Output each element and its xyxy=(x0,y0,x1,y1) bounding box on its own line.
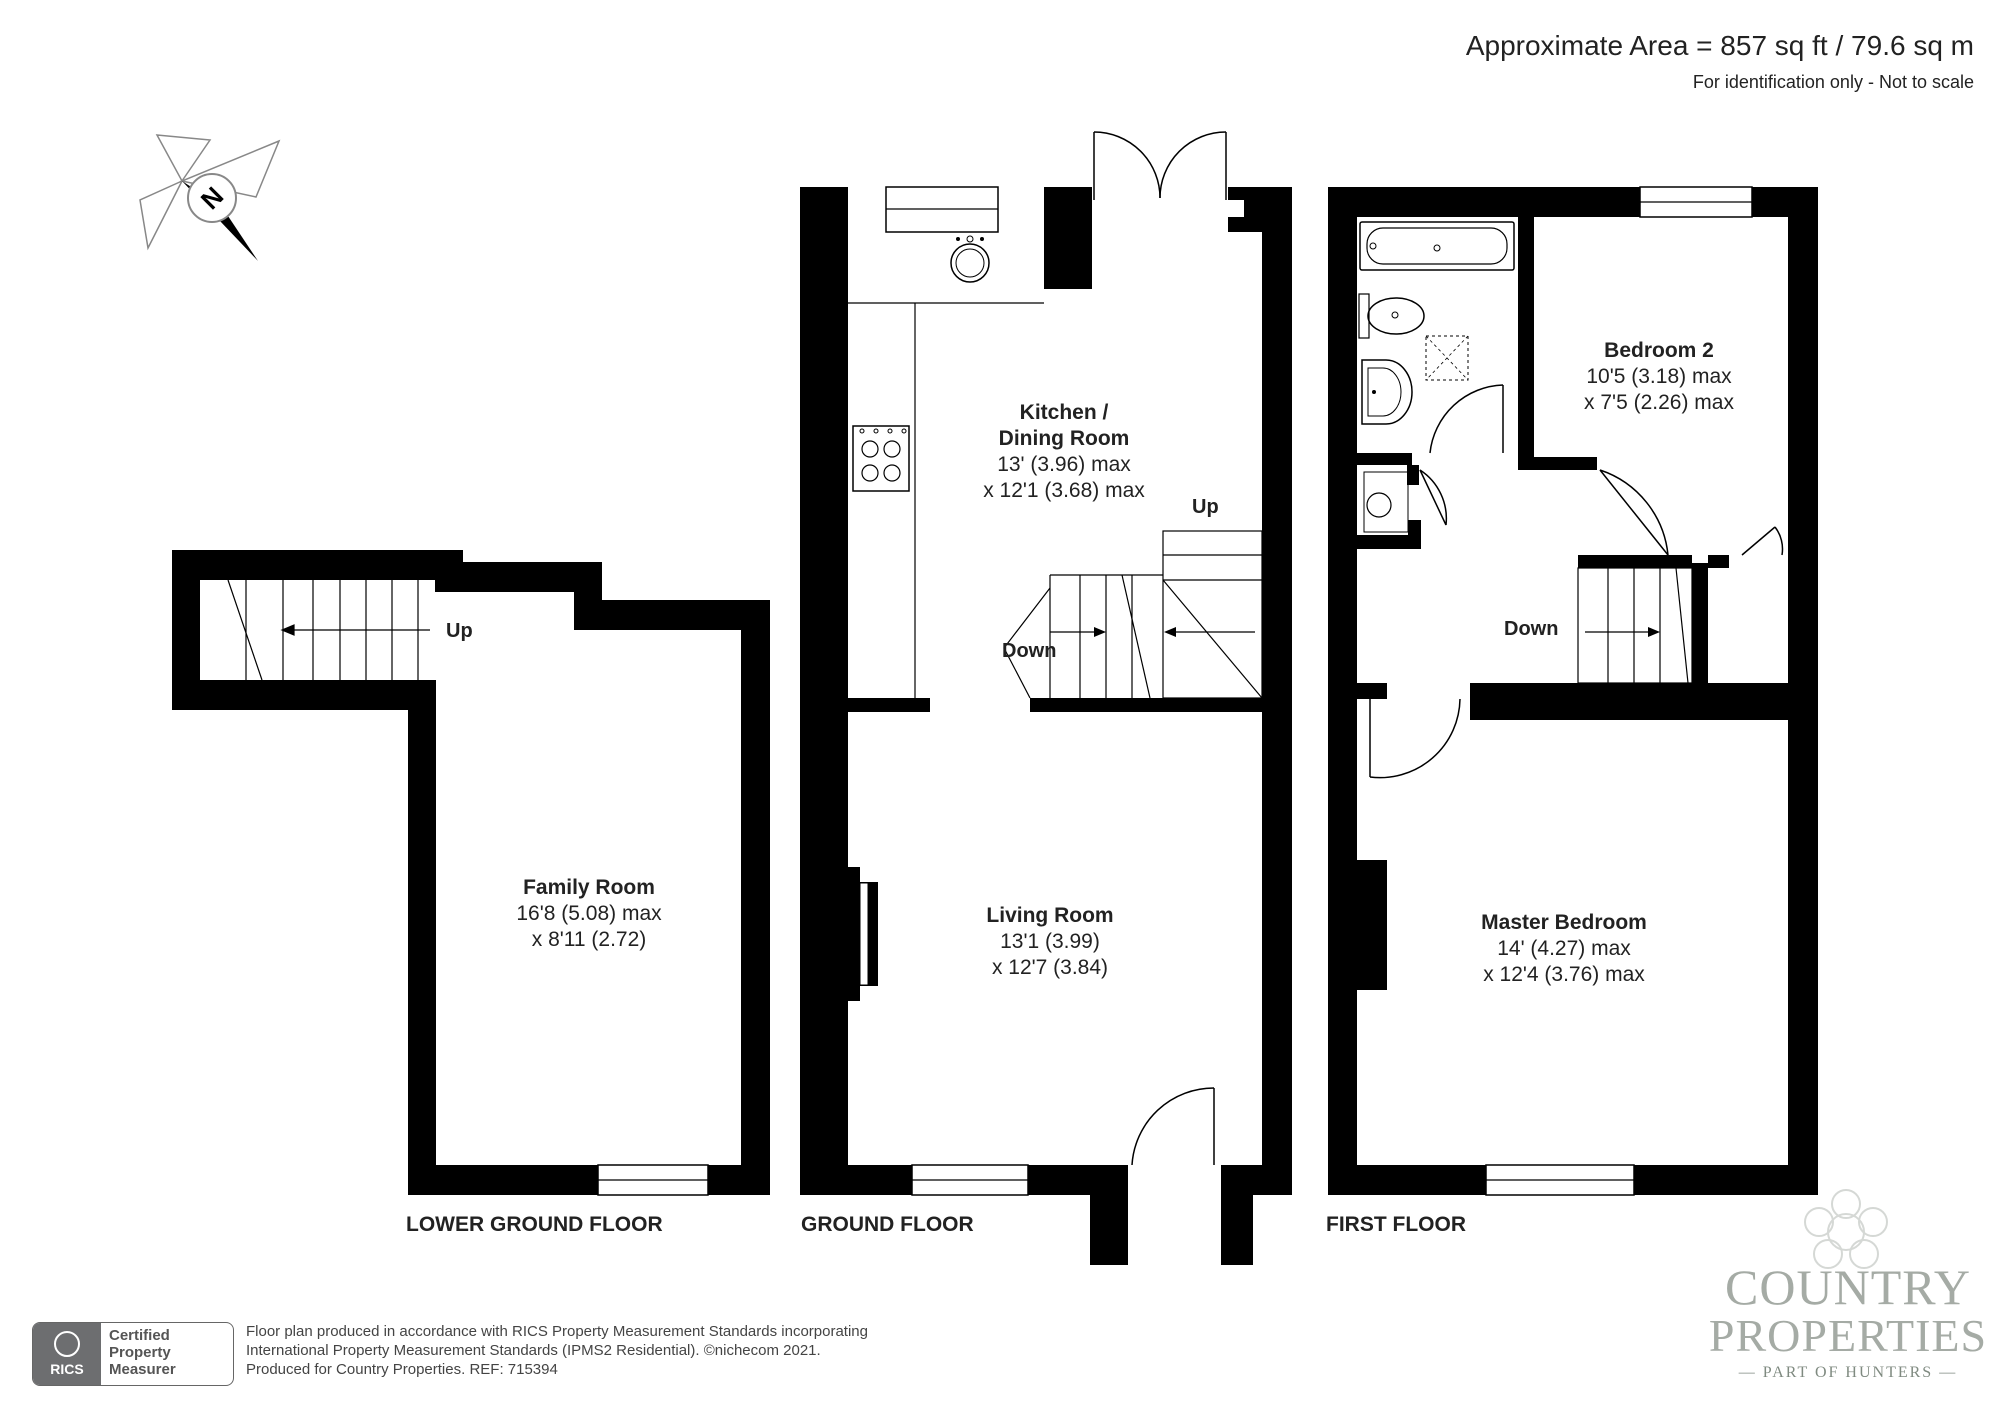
stair-down-ground: Down xyxy=(1002,640,1057,662)
ground-floor-plan xyxy=(800,131,1292,1265)
brand-logo: COUNTRY PROPERTIES — PART OF HUNTERS — xyxy=(1708,1259,1988,1381)
room-label-master-bedroom: Master Bedroom 14' (4.27) max x 12'4 (3.… xyxy=(1481,911,1647,986)
floor-plan-disclaimer: Floor plan produced in accordance with R… xyxy=(246,1323,868,1378)
floor-label-lower-ground: LOWER GROUND FLOOR xyxy=(406,1213,663,1236)
floor-label-first: FIRST FLOOR xyxy=(1326,1213,1466,1236)
lower-ground-floor-plan xyxy=(172,550,770,1196)
stair-down-first: Down xyxy=(1504,618,1559,640)
room-label-living: Living Room 13'1 (3.99) x 12'7 (3.84) xyxy=(986,904,1114,979)
room-label-family: Family Room 16'8 (5.08) max x 8'11 (2.72… xyxy=(516,876,662,951)
first-floor-plan xyxy=(1328,186,1818,1196)
compass-rose-icon: N xyxy=(139,134,281,261)
scale-note: For identification only - Not to scale xyxy=(1692,72,1974,92)
stair-up-lower: Up xyxy=(446,620,473,642)
floor-label-ground: GROUND FLOOR xyxy=(801,1213,974,1236)
rics-lion-icon xyxy=(54,1331,80,1357)
rics-certified-badge: RICS Certified Property Measurer xyxy=(32,1322,234,1386)
stair-up-ground: Up xyxy=(1192,496,1219,518)
room-label-kitchen: Kitchen / Dining Room 13' (3.96) max x 1… xyxy=(983,401,1145,502)
brand-flower-icon xyxy=(1804,1189,1888,1269)
rics-logo: RICS xyxy=(33,1323,101,1385)
room-label-bedroom-2: Bedroom 2 10'5 (3.18) max x 7'5 (2.26) m… xyxy=(1584,339,1734,414)
approximate-area: Approximate Area = 857 sq ft / 79.6 sq m xyxy=(1465,30,1974,61)
